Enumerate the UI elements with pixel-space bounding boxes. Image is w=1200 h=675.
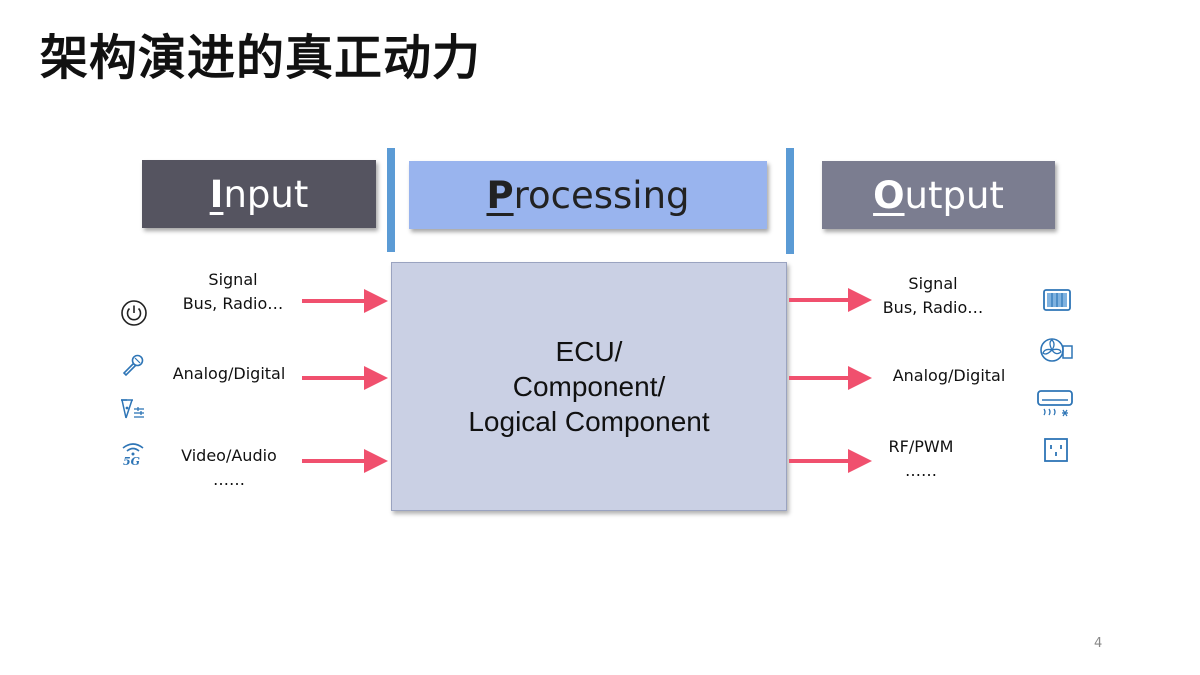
fan-icon [1040,338,1073,362]
input-video-label: Video/Audio …… [170,444,288,492]
input-ellipsis: …… [213,470,245,489]
input-signal-line2: Bus, Radio… [182,294,284,313]
right-divider-bar [786,148,794,254]
input-header-initial: I [209,172,224,216]
ecu-component-box: ECU/ Component/ Logical Component [391,262,787,511]
wifi-arcs-icon [122,443,144,456]
power-button-icon [121,300,147,326]
ecu-label-line1: ECU/ [555,336,623,367]
page-title: 架构演进的真正动力 [40,30,482,86]
processing-header-initial: P [486,173,514,217]
input-analog-label: Analog/Digital [172,364,286,383]
input-video-line: Video/Audio [181,446,277,465]
output-signal-label: Signal Bus, Radio… [870,272,996,320]
air-conditioner-icon [1037,390,1073,417]
output-analog-label: Analog/Digital [892,366,1006,385]
page-number: 4 [1094,636,1103,651]
processing-header-rest: rocessing [513,173,690,217]
wifi-5g-icon: 5G [119,441,147,471]
output-signal-line1: Signal [908,274,958,293]
input-signal-line1: Signal [208,270,258,289]
output-signal-line2: Bus, Radio… [882,298,984,317]
ecu-label-line2: Component/ [512,371,666,402]
antenna-icon [121,399,144,419]
display-icon [1043,289,1071,311]
output-header-initial: O [873,173,905,217]
output-ellipsis: …… [905,461,937,480]
output-rf-label: RF/PWM …… [872,435,970,483]
microphone-icon [122,354,144,377]
output-rf-line: RF/PWM [888,437,954,456]
wifi-5g-badge: 5G [123,455,141,468]
left-divider-bar [387,148,395,252]
input-signal-label: Signal Bus, Radio… [170,268,296,316]
output-header-rest: utput [904,173,1004,217]
ecu-label-line3: Logical Component [468,406,710,437]
input-header-rest: nput [223,172,309,216]
socket-icon [1044,438,1068,462]
